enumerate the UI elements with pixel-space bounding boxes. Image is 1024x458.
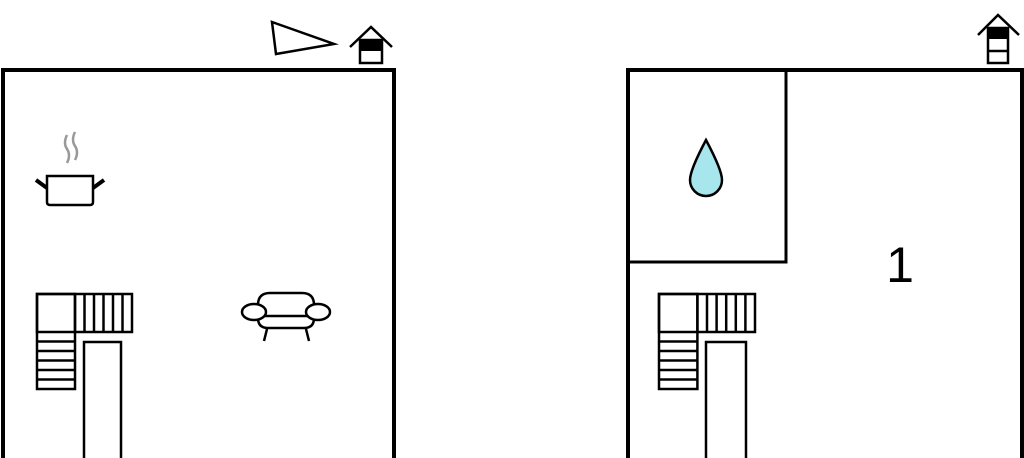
- room-number-label: 1: [886, 237, 914, 293]
- bathroom-partition: [628, 70, 788, 264]
- upper-floor: 1: [626, 13, 1024, 458]
- ground-floor: [1, 20, 396, 458]
- staircase-icon: [657, 292, 757, 391]
- level-indicator-icon: [349, 25, 393, 65]
- water-drop-icon: [688, 137, 724, 198]
- door-icon: [82, 340, 123, 458]
- ground-floor-walls: [1, 68, 396, 458]
- sofa-icon: [240, 291, 332, 342]
- compass-icon: [270, 20, 339, 56]
- staircase-icon: [35, 292, 134, 391]
- upper-floor-walls: [626, 68, 1024, 458]
- cooking-pot-icon: [34, 131, 106, 207]
- level-indicator-icon: [977, 13, 1020, 65]
- door-icon: [704, 340, 748, 458]
